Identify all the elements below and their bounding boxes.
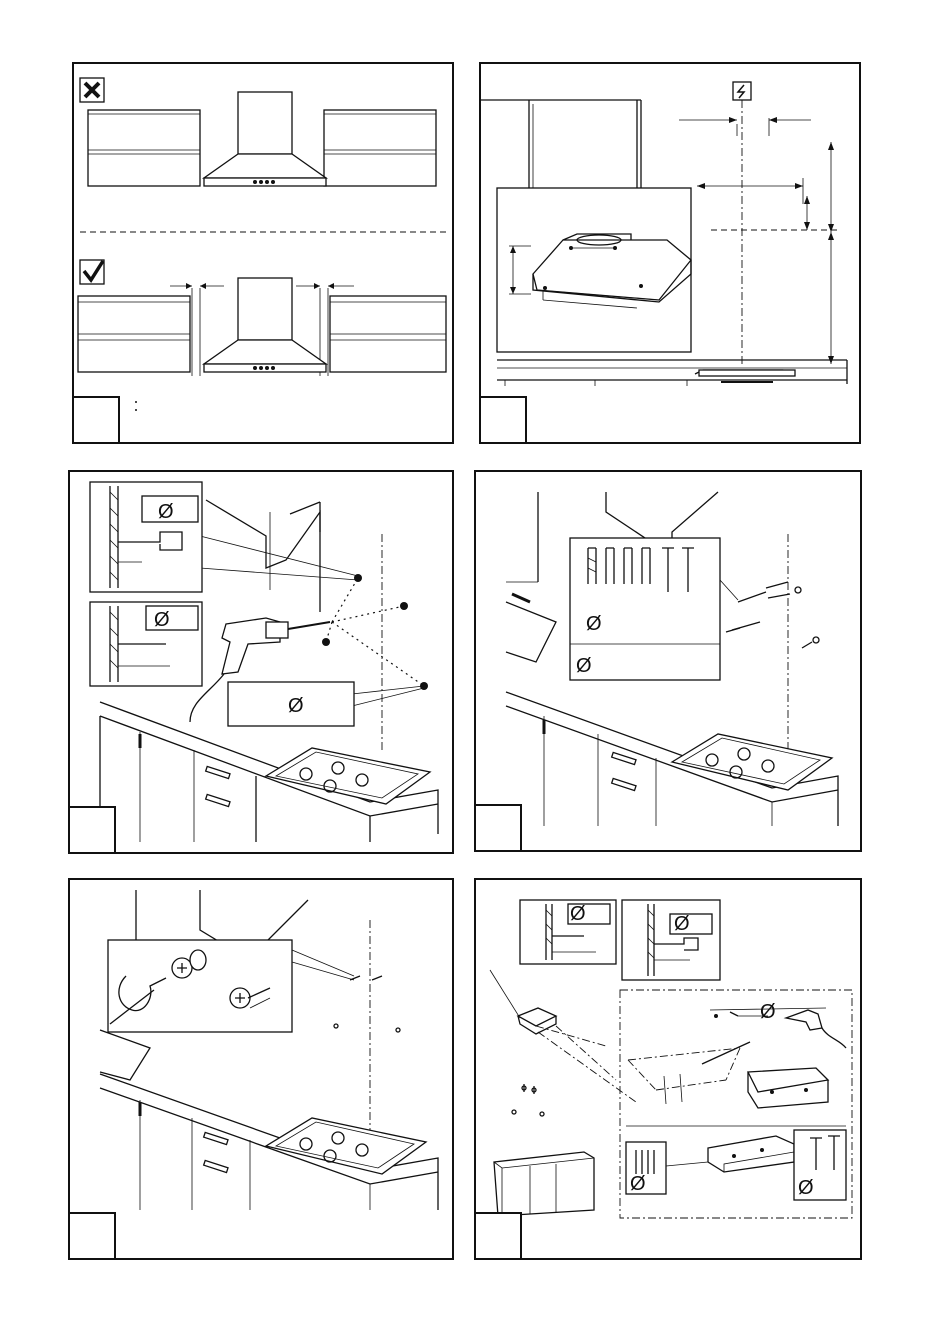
plug-diameter-label: Ø bbox=[586, 613, 602, 635]
wrong-cabinet-left bbox=[88, 110, 200, 186]
footnote-marks bbox=[135, 401, 137, 411]
panel-dimensions bbox=[479, 62, 861, 444]
hood-corner-sketch bbox=[490, 970, 636, 1116]
step-number bbox=[479, 396, 527, 444]
plugs-detail-inset: Ø Ø bbox=[570, 538, 738, 680]
step-number bbox=[68, 1212, 116, 1260]
hole-diameter-callout: Ø bbox=[228, 682, 354, 726]
electric-outlet-icon bbox=[733, 82, 751, 100]
wall-cabinets bbox=[481, 100, 641, 188]
cooktop bbox=[266, 1118, 426, 1174]
drill-diameter-label: Ø bbox=[158, 501, 174, 523]
wall-screws bbox=[334, 976, 400, 1032]
panel-drilling: Ø Ø Ø bbox=[68, 470, 454, 854]
check-checkbox-icon bbox=[80, 260, 104, 284]
bracket-diagram: Ø Ø bbox=[476, 880, 862, 1260]
screw-detail-inset bbox=[108, 940, 354, 1032]
wall-plugs-diagram: Ø Ø bbox=[476, 472, 862, 852]
base-cabinets bbox=[494, 1152, 594, 1216]
anchor-diameter-label: Ø bbox=[630, 1173, 646, 1195]
screw-diameter-label: Ø bbox=[576, 655, 592, 677]
step-number bbox=[474, 804, 522, 852]
screws-diagram bbox=[70, 880, 454, 1260]
wall-detail-inset-right: Ø bbox=[622, 900, 720, 980]
placement-diagram bbox=[74, 64, 454, 444]
right-hood bbox=[204, 278, 326, 372]
panel-bracket: Ø Ø bbox=[474, 878, 862, 1260]
detail-inset-bottom: Ø bbox=[90, 602, 202, 686]
right-cabinet-left bbox=[78, 296, 190, 372]
installed-plugs bbox=[726, 582, 819, 648]
outlet-dimensions bbox=[679, 117, 837, 364]
plug-diameter-label: Ø bbox=[570, 903, 586, 925]
right-cabinet-right bbox=[330, 296, 446, 372]
wrong-cabinet-right bbox=[324, 110, 436, 186]
drill-holes bbox=[200, 536, 428, 706]
drill-diameter-label: Ø bbox=[674, 913, 690, 935]
hole-diameter-label: Ø bbox=[760, 1001, 776, 1023]
detail-inset-top: Ø bbox=[90, 482, 202, 592]
wall-detail-inset-left: Ø bbox=[520, 900, 616, 964]
panel-wall-plugs: Ø Ø bbox=[474, 470, 862, 852]
dimensions-diagram bbox=[481, 64, 861, 444]
panel-screws bbox=[68, 878, 454, 1260]
step-number bbox=[72, 396, 120, 444]
bracket-detail-box: Ø Ø Ø bbox=[620, 990, 852, 1218]
hole-diameter-label: Ø bbox=[288, 695, 304, 717]
wrong-hood bbox=[204, 92, 326, 186]
drilling-diagram: Ø Ø Ø bbox=[70, 472, 454, 854]
step-number bbox=[68, 806, 116, 854]
screw-diameter-label: Ø bbox=[798, 1177, 814, 1199]
plug-diameter-label: Ø bbox=[154, 609, 170, 631]
panel-placement bbox=[72, 62, 454, 444]
cooktop-worktop bbox=[497, 360, 847, 386]
step-number bbox=[474, 1212, 522, 1260]
hood-detail-inset bbox=[497, 188, 691, 352]
cross-checkbox-icon bbox=[80, 78, 104, 102]
